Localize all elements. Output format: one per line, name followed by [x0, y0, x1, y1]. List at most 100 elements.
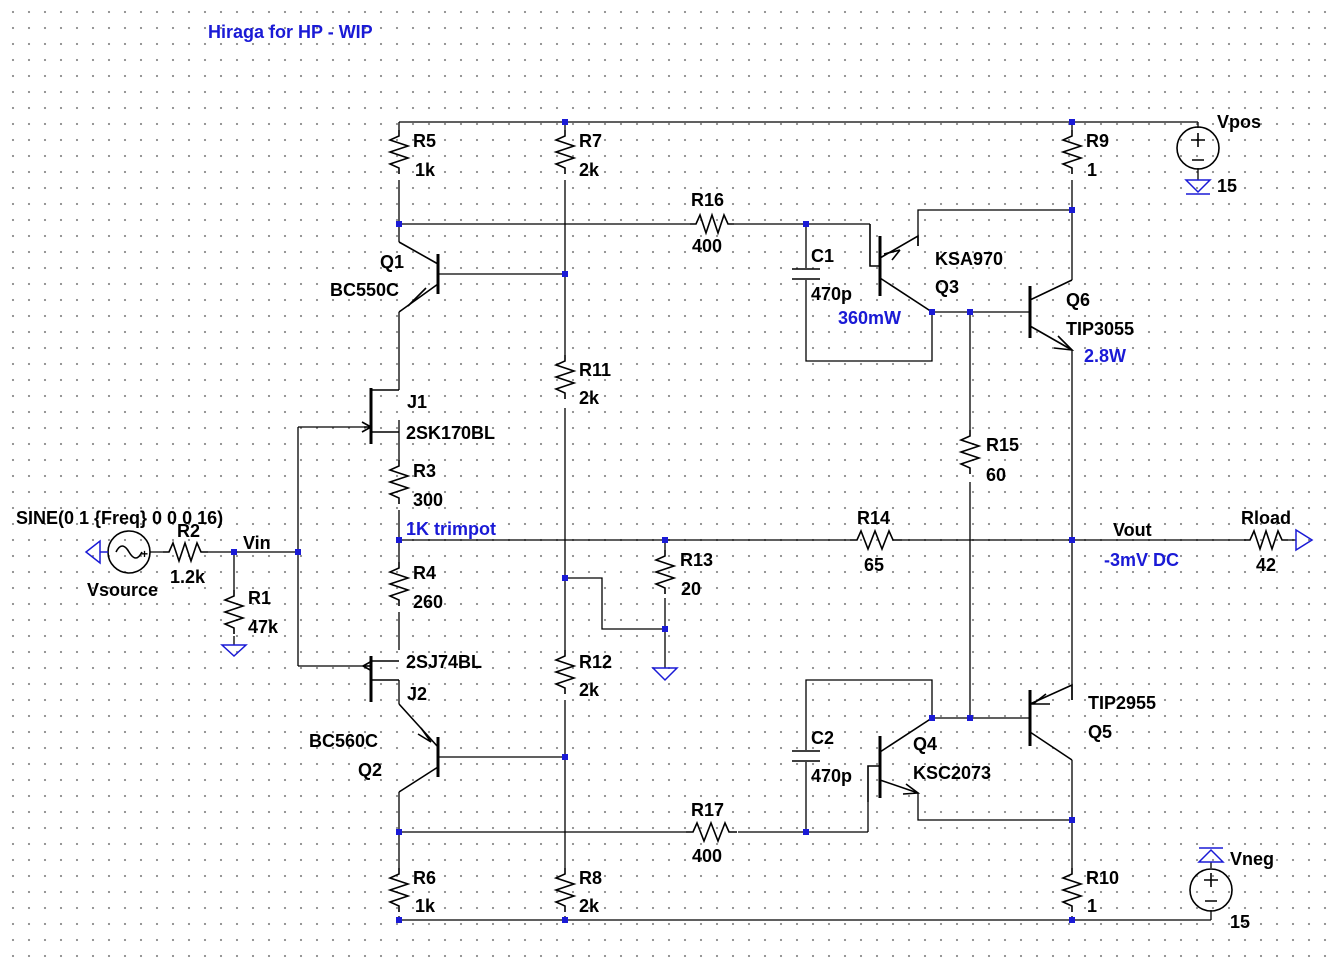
R8-ref: R8 [579, 868, 602, 888]
Q4-model: KSC2073 [913, 763, 991, 783]
Q1-symbol [398, 241, 440, 313]
R17-body [686, 820, 737, 844]
q3-power-annotation: 360mW [838, 308, 901, 328]
Rload-value: 42 [1256, 555, 1276, 575]
R14-value: 65 [864, 555, 884, 575]
Q4-symbol [867, 717, 933, 802]
R7-value: 2k [579, 160, 600, 180]
Q6-model: TIP3055 [1066, 319, 1134, 339]
J2-model: 2SJ74BL [406, 652, 482, 672]
transistors [361, 224, 1075, 802]
Q2-model: BC560C [309, 731, 378, 751]
R2-value: 1.2k [170, 567, 206, 587]
R4-value: 260 [413, 592, 443, 612]
C1-value: 470p [811, 284, 852, 304]
Vpos-symbol [1176, 126, 1220, 195]
Vneg-value: 15 [1230, 912, 1250, 932]
Q2-ref: Q2 [358, 760, 382, 780]
R14-ref: R14 [857, 508, 890, 528]
R6-body [387, 868, 411, 912]
C2-ref: C2 [811, 728, 834, 748]
Q3-model: KSA970 [935, 249, 1003, 269]
R1-ref: R1 [248, 588, 271, 608]
C1-body [792, 268, 820, 280]
R2-body [163, 540, 208, 564]
vout-dc-annotation: -3mV DC [1104, 550, 1179, 570]
J2-symbol [361, 656, 399, 702]
R13-body [653, 550, 677, 594]
R12-value: 2k [579, 680, 600, 700]
R8-value: 2k [579, 896, 600, 916]
J1-symbol [361, 388, 399, 444]
R6-value: 1k [415, 896, 436, 916]
Vneg-symbol [1189, 847, 1233, 912]
R9-value: 1 [1087, 160, 1097, 180]
vout-net-label: Vout [1113, 520, 1152, 540]
Vpos-ref: Vpos [1217, 112, 1261, 132]
R16-body [690, 212, 734, 236]
q6-power-annotation: 2.8W [1084, 346, 1126, 366]
Vsource-ref: Vsource [87, 580, 158, 600]
Q5-symbol [1028, 683, 1073, 761]
J1-ref: J1 [407, 392, 427, 412]
R13-ref: R13 [680, 550, 713, 570]
R9-body [1060, 130, 1084, 174]
rload-port [1295, 528, 1314, 552]
capacitors [792, 268, 820, 762]
Q4-ref: Q4 [913, 734, 937, 754]
R16-value: 400 [692, 236, 722, 256]
R17-ref: R17 [691, 800, 724, 820]
R9-ref: R9 [1086, 131, 1109, 151]
R1-value: 47k [248, 617, 279, 637]
Vneg-ref: Vneg [1230, 849, 1274, 869]
R3-body [387, 460, 411, 504]
R12-ref: R12 [579, 652, 612, 672]
Vsource-value: SINE(0 1 {Freq} 0 0 0 16) [16, 508, 223, 528]
sources: + [84, 126, 1314, 912]
trimpot-annotation: 1K trimpot [406, 519, 496, 539]
R3-value: 300 [413, 490, 443, 510]
Rload-ref: Rload [1241, 508, 1291, 528]
Q6-symbol [1028, 279, 1075, 352]
resistors [163, 130, 1288, 912]
schematic-title: Hiraga for HP - WIP [208, 22, 373, 42]
ground-r13 [651, 667, 679, 682]
R15-body [958, 430, 982, 474]
R14-body [850, 528, 902, 552]
R11-value: 2k [579, 388, 600, 408]
R15-value: 60 [986, 465, 1006, 485]
R17-value: 400 [692, 846, 722, 866]
svg-text:+: + [141, 547, 148, 561]
Q6-ref: Q6 [1066, 290, 1090, 310]
R1-body [222, 590, 246, 634]
J1-model: 2SK170BL [406, 423, 495, 443]
R8-body [553, 868, 577, 912]
Q3-symbol [869, 224, 933, 313]
Q5-ref: Q5 [1088, 722, 1112, 742]
R16-ref: R16 [691, 190, 724, 210]
J2-ref: J2 [407, 684, 427, 704]
Q1-ref: Q1 [380, 252, 404, 272]
junction-nodes [231, 119, 1075, 923]
Q5-model: TIP2955 [1088, 693, 1156, 713]
R5-body [387, 130, 411, 174]
R10-ref: R10 [1086, 868, 1119, 888]
C2-body [792, 750, 820, 762]
R5-value: 1k [415, 160, 436, 180]
Vpos-value: 15 [1217, 176, 1237, 196]
R4-ref: R4 [413, 563, 436, 583]
R15-ref: R15 [986, 435, 1019, 455]
Q3-ref: Q3 [935, 277, 959, 297]
ground-r1 [220, 644, 248, 658]
R10-value: 1 [1087, 896, 1097, 916]
R13-value: 20 [681, 579, 701, 599]
R6-ref: R6 [413, 868, 436, 888]
vin-net-label: Vin [243, 533, 271, 553]
C1-ref: C1 [811, 246, 834, 266]
R10-body [1060, 868, 1084, 912]
R11-ref: R11 [579, 360, 611, 380]
Q2-symbol [398, 703, 440, 793]
Vsource-symbol: + [84, 530, 151, 574]
